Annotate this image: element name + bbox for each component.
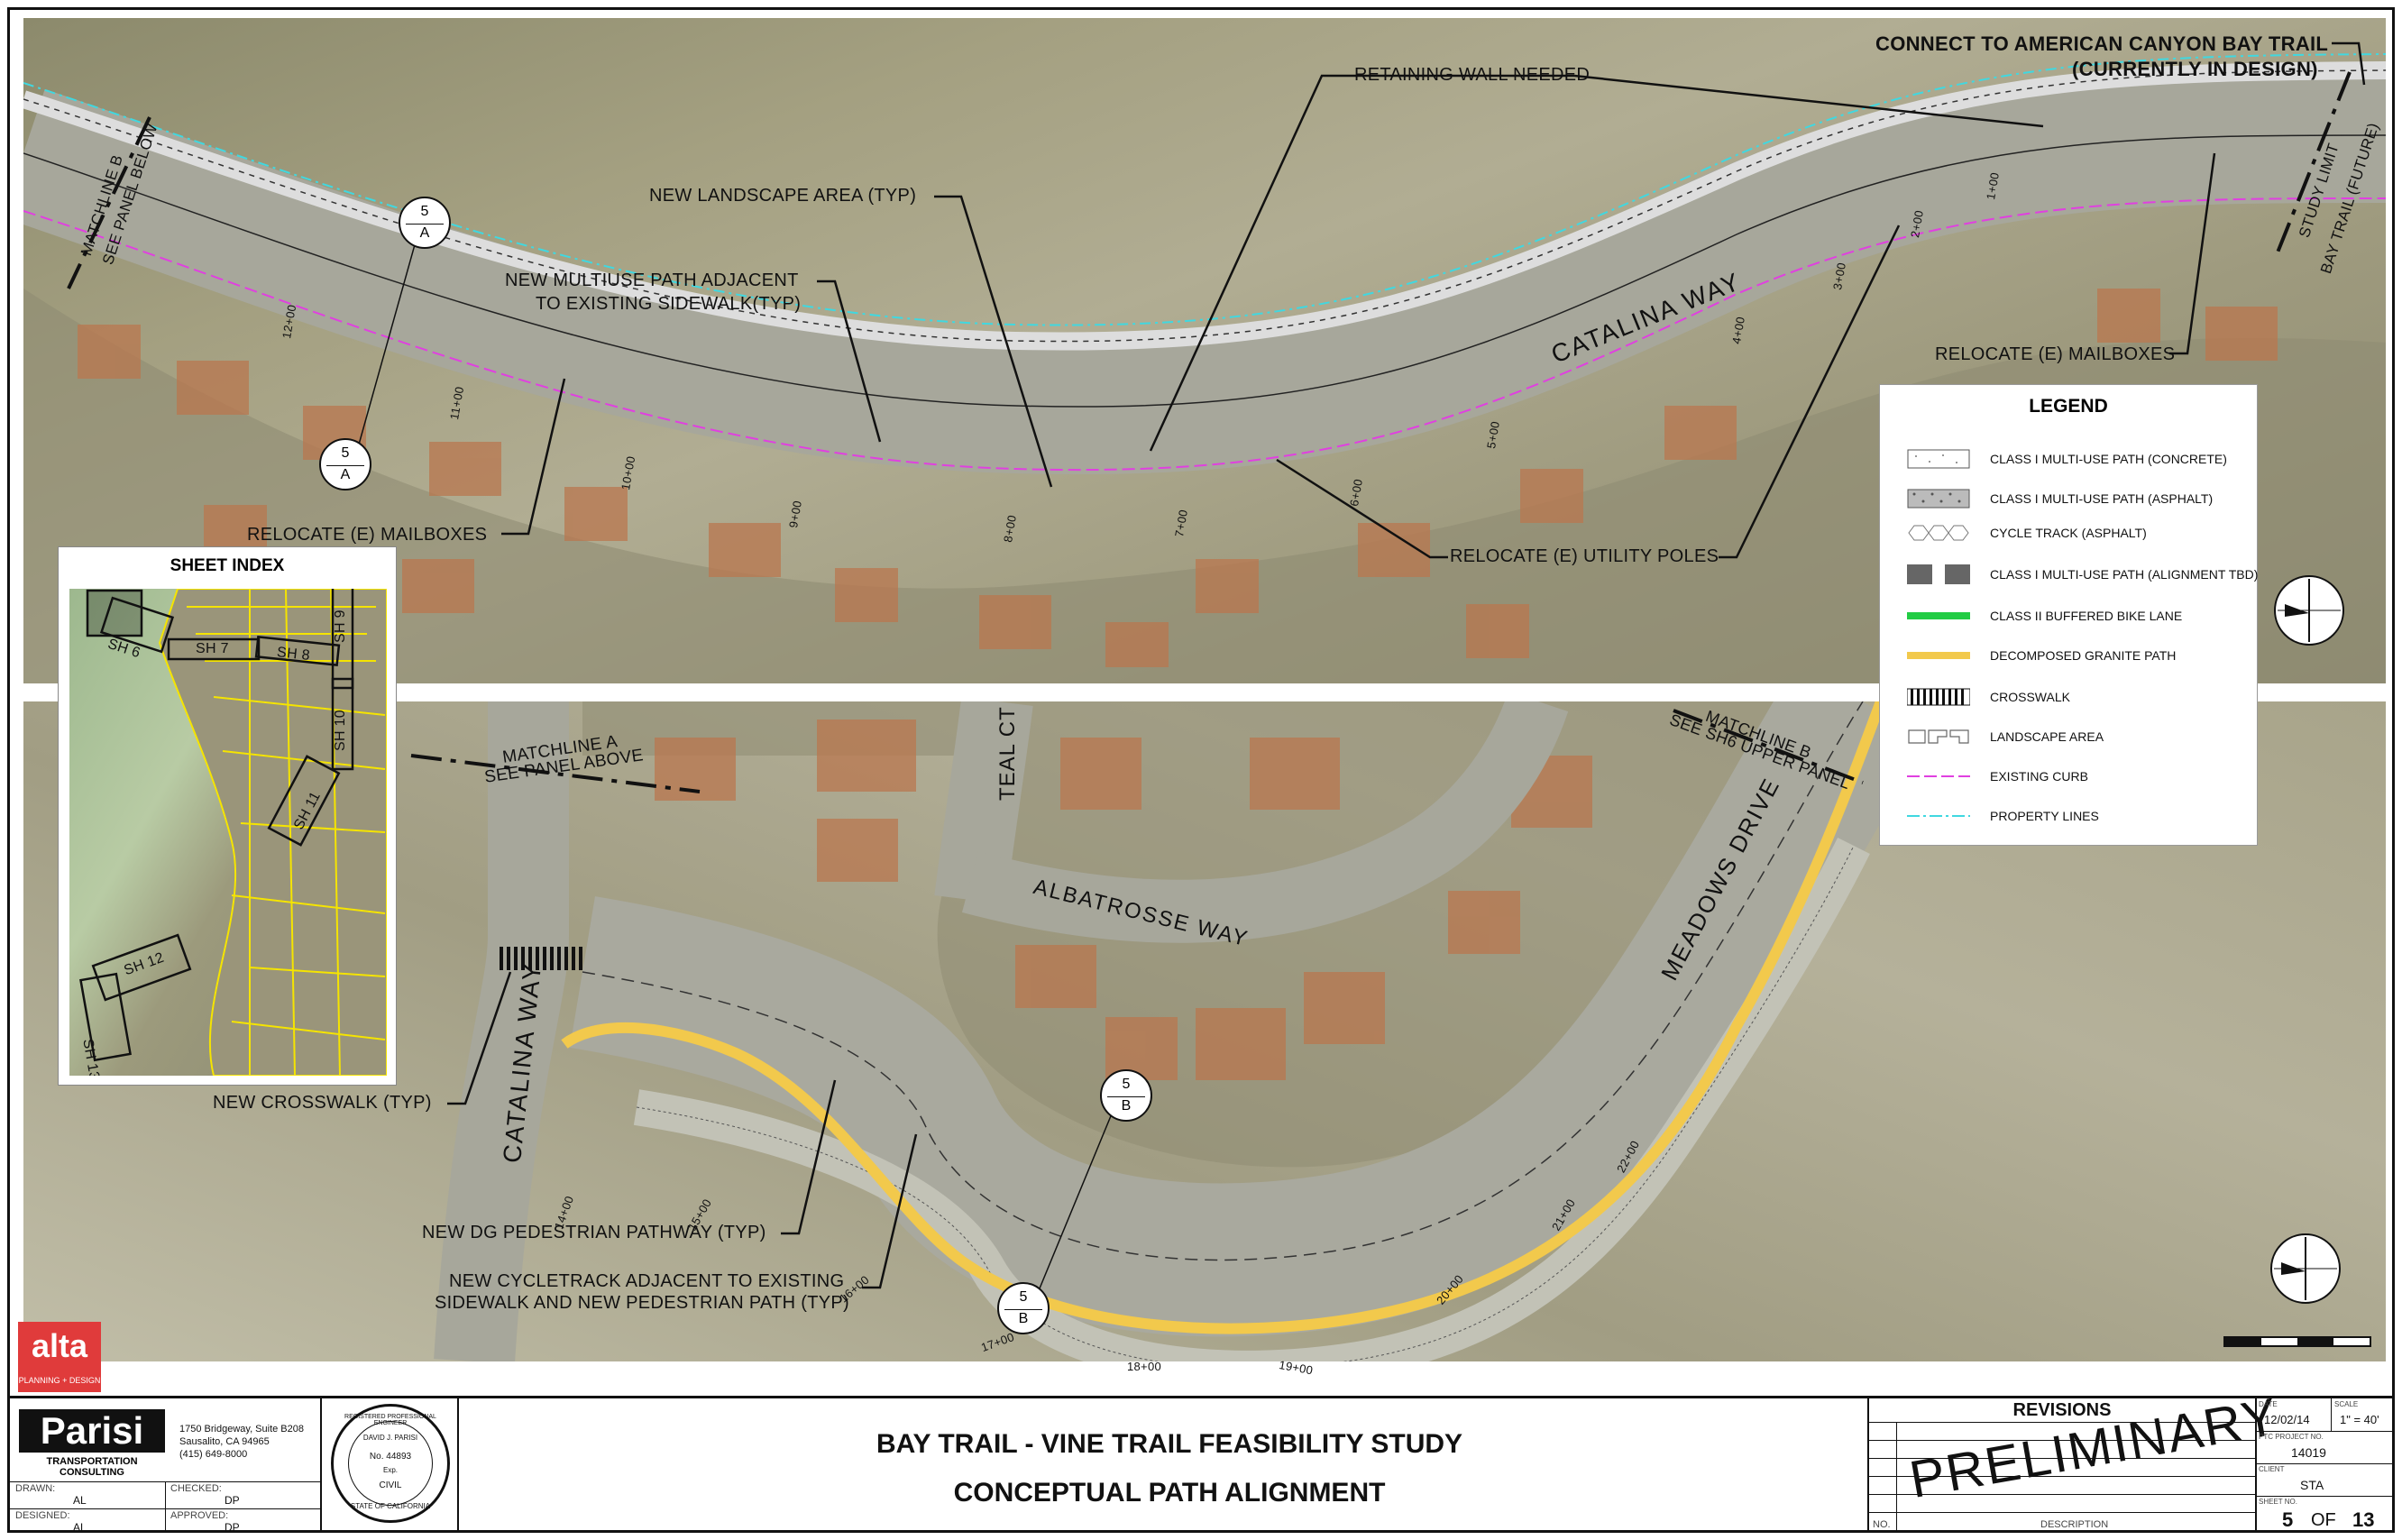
connect-label: CONNECT TO AMERICAN CANYON BAY TRAIL <box>1875 32 2329 55</box>
revisions-table: REVISIONS PRELIMINARY NO. DESCRIPTION <box>1867 1387 2283 1533</box>
legend-item: DECOMPOSED GRANITE PATH <box>1907 645 2176 666</box>
sheet-index: SHEET INDEX SH 6 SH 7 SH 8 SH 9 SH 10 <box>58 546 397 1086</box>
legend-item: CLASS I MULTI-USE PATH (ALIGNMENT TBD) <box>1907 564 2258 585</box>
magenta-dash-icon <box>1907 775 1970 777</box>
approved-label: APPROVED: <box>170 1510 229 1521</box>
sheet-of: OF <box>2311 1510 2336 1530</box>
sheet-label: SH 10 <box>333 710 348 751</box>
landscape-hatch-icon <box>1908 729 1969 744</box>
yellow-line-icon <box>1907 652 1970 659</box>
client-value: STA <box>2300 1478 2324 1492</box>
project-title: BAY TRAIL - VINE TRAIL FEASIBILITY STUDY <box>876 1429 1463 1459</box>
drawn-value: AL <box>73 1494 87 1507</box>
checked-label: CHECKED: <box>170 1483 222 1494</box>
project-label: PTC PROJECT NO. <box>2259 1433 2324 1441</box>
sheet-label: SH 7 <box>196 641 229 656</box>
dashed-gray-icon <box>1907 564 1970 584</box>
sheet-title: CONCEPTUAL PATH ALIGNMENT <box>953 1478 1386 1508</box>
multiuse-label-2: TO EXISTING SIDEWALK(TYP) <box>536 294 802 314</box>
legend-item: CLASS I MULTI-USE PATH (CONCRETE) <box>1907 448 2227 470</box>
checked-value: DP <box>225 1494 240 1507</box>
teal-ct-label: TEAL CT <box>995 706 1020 801</box>
cycletrack-label-1: NEW CYCLETRACK ADJACENT TO EXISTING <box>449 1271 845 1291</box>
parisi-logo: Parisi TRANSPORTATION CONSULTING <box>19 1409 165 1478</box>
designed-label: DESIGNED: <box>15 1510 70 1521</box>
legend-item: PROPERTY LINES <box>1907 805 2099 827</box>
connect-label-2: (CURRENTLY IN DESIGN) <box>2072 58 2318 80</box>
dg-path-label: NEW DG PEDESTRIAN PATHWAY (TYP) <box>422 1223 766 1242</box>
address-line: 1750 Bridgeway, Suite B208 <box>179 1424 304 1435</box>
station-label: 18+00 <box>1127 1360 1162 1373</box>
client-label: CLIENT <box>2259 1465 2285 1473</box>
new-crosswalk-label: NEW CROSSWALK (TYP) <box>213 1093 432 1113</box>
title-block: Parisi TRANSPORTATION CONSULTING 1750 Br… <box>10 1387 2392 1534</box>
sheet-total: 13 <box>2352 1508 2375 1531</box>
legend-item: CYCLE TRACK (ASPHALT) <box>1907 522 2147 544</box>
north-arrow-icon <box>2274 575 2344 646</box>
concrete-hatch-icon <box>1907 449 1970 469</box>
cyan-dash-icon <box>1907 815 1970 817</box>
legend-item: EXISTING CURB <box>1907 765 2088 787</box>
relocate-poles-label: RELOCATE (E) UTILITY POLES <box>1450 546 1719 566</box>
asphalt-hatch-icon <box>1907 489 1970 509</box>
legend-item: CROSSWALK <box>1907 686 2070 708</box>
crosswalk-bars-icon <box>1907 688 1970 706</box>
sheet-no-label: SHEET NO. <box>2259 1498 2297 1506</box>
relocate-mailboxes-left-label: RELOCATE (E) MAILBOXES <box>247 525 488 545</box>
legend-item: CLASS I MULTI-USE PATH (ASPHALT) <box>1907 488 2213 509</box>
legend-title: LEGEND <box>2029 396 2108 417</box>
approved-value: DP <box>225 1521 240 1534</box>
sheet-label: SH 8 <box>276 645 311 664</box>
legend-item: LANDSCAPE AREA <box>1907 726 2104 747</box>
index-map-drawing <box>79 589 387 1076</box>
sheet-number: 5 <box>2282 1508 2294 1531</box>
drawn-label: DRAWN: <box>15 1483 56 1494</box>
legend-item: CLASS II BUFFERED BIKE LANE <box>1907 605 2182 627</box>
sheet-label: SH 9 <box>333 610 348 643</box>
legend: LEGEND CLASS I MULTI-USE PATH (CONCRETE)… <box>1879 384 2258 846</box>
retaining-wall-label: RETAINING WALL NEEDED <box>1354 65 1591 85</box>
hex-hatch-icon <box>1908 525 1969 541</box>
new-landscape-label: NEW LANDSCAPE AREA (TYP) <box>649 186 917 206</box>
engineer-seal: REGISTERED PROFESSIONAL ENGINEER DAVID J… <box>331 1404 450 1523</box>
north-arrow-icon <box>2270 1233 2341 1304</box>
date-label: DATE <box>2259 1400 2278 1408</box>
alta-logo: alta PLANNING + DESIGN <box>18 1322 101 1392</box>
project-number: 14019 <box>2291 1445 2326 1460</box>
multiuse-label-1: NEW MULTIUSE PATH ADJACENT <box>505 270 799 290</box>
cycletrack-label-2: SIDEWALK AND NEW PEDESTRIAN PATH (TYP) <box>435 1293 849 1313</box>
designed-value: AL <box>73 1521 87 1534</box>
sheet-index-map: SH 6 SH 7 SH 8 SH 9 SH 10 SH 11 SH 12 SH… <box>69 589 387 1076</box>
scale-bar <box>2223 1336 2371 1347</box>
aerial-top-panel: CONNECT TO AMERICAN CANYON BAY TRAIL (CU… <box>23 18 2386 683</box>
scale-label: SCALE <box>2334 1400 2359 1408</box>
relocate-mailboxes-right-label: RELOCATE (E) MAILBOXES <box>1935 344 2176 364</box>
bottom-plan-drawing <box>410 701 1929 1361</box>
date-value: 12/02/14 <box>2264 1413 2310 1426</box>
green-line-icon <box>1907 612 1970 619</box>
sheet-index-title: SHEET INDEX <box>170 556 285 575</box>
phone: (415) 649-8000 <box>179 1449 248 1460</box>
address-line: Sausalito, CA 94965 <box>179 1436 270 1447</box>
scale-value: 1" = 40' <box>2340 1413 2379 1426</box>
